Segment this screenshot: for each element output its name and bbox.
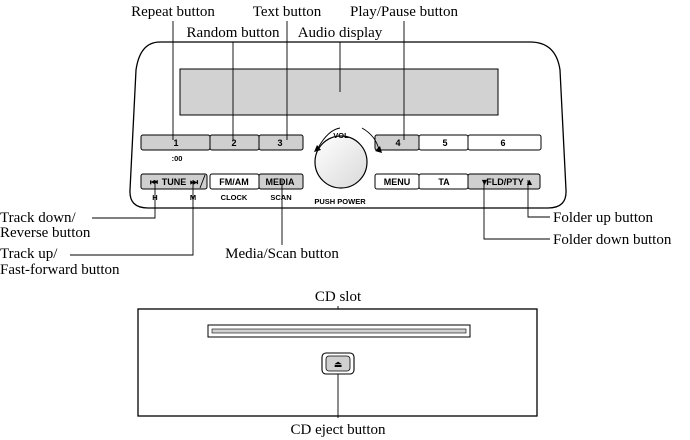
- folder-up-callout: Folder up button: [553, 210, 653, 226]
- ta-button[interactable]: TA: [418, 173, 469, 190]
- reverse-callout: Reverse button: [0, 225, 91, 241]
- volume-arrow-left-icon: [314, 145, 321, 152]
- cd-eject-callout: CD eject button: [291, 422, 386, 438]
- cd-eject-button[interactable]: ⏏: [321, 352, 355, 375]
- preset-button-1[interactable]: 1: [140, 134, 211, 151]
- track-up-callout: Track up/: [0, 246, 58, 262]
- volume-knob[interactable]: [314, 135, 368, 189]
- preset-button-6[interactable]: 6: [467, 134, 542, 151]
- preset-6-label: 6: [500, 138, 505, 148]
- fld-pty-button[interactable]: ▼ FLD/PTY ▲: [467, 173, 541, 190]
- fld-pty-label: FLD/PTY: [486, 177, 524, 187]
- tune-label: TUNE: [162, 177, 187, 187]
- vol-label: VOL: [333, 131, 349, 140]
- folder-up-leader: [527, 180, 550, 218]
- media-label: MEDIA: [266, 177, 296, 187]
- preset-button-2[interactable]: 2: [209, 134, 260, 151]
- cd-slot-callout: CD slot: [315, 289, 362, 305]
- repeat-callout: Repeat button: [131, 4, 215, 20]
- clock-label: CLOCK: [221, 193, 248, 202]
- track-down-callout: Track down/: [0, 210, 77, 226]
- preset-1-label: 1: [173, 138, 178, 148]
- preset-5-label: 5: [442, 138, 447, 148]
- ta-label: TA: [438, 177, 450, 187]
- preset-button-4[interactable]: 4: [374, 134, 420, 151]
- track-up-icon: ⏭: [190, 177, 199, 187]
- track-down-icon: ⏮: [150, 177, 158, 187]
- preset-button-5[interactable]: 5: [418, 134, 469, 151]
- menu-button[interactable]: MENU: [374, 173, 420, 190]
- folder-down-icon: ▼: [480, 177, 489, 187]
- preset-2-label: 2: [231, 138, 236, 148]
- fast-forward-callout: Fast-forward button: [0, 262, 120, 278]
- random-callout: Random button: [187, 25, 280, 41]
- volume-arrow-right-icon: [375, 146, 382, 153]
- preset-4-label: 4: [395, 138, 400, 148]
- folder-up-icon: ▲: [525, 177, 534, 187]
- push-power-label: PUSH POWER: [314, 197, 366, 206]
- scan-label: SCAN: [270, 193, 291, 202]
- track-down-leader: [92, 180, 156, 219]
- audio-display: [179, 68, 499, 116]
- preset-1-sub-label: :00: [172, 154, 183, 163]
- folder-down-callout: Folder down button: [553, 232, 672, 248]
- eject-icon: ⏏: [334, 359, 343, 369]
- tune-button[interactable]: ⏮ TUNE ⏭: [140, 173, 208, 190]
- folder-down-leader: [483, 180, 550, 240]
- fm-am-label: FM/AM: [219, 177, 249, 187]
- media-scan-callout: Media/Scan button: [225, 246, 339, 262]
- preset-3-label: 3: [277, 138, 282, 148]
- fm-am-button[interactable]: FM/AM: [209, 173, 260, 190]
- text-callout: Text button: [253, 4, 322, 20]
- preset-button-3[interactable]: 3: [258, 134, 304, 151]
- track-up-leader: [70, 180, 194, 256]
- media-button[interactable]: MEDIA: [258, 173, 304, 190]
- cd-slot-opening: [211, 328, 467, 334]
- audio-display-callout: Audio display: [298, 25, 383, 41]
- menu-label: MENU: [384, 177, 411, 187]
- play-pause-callout: Play/Pause button: [350, 4, 458, 20]
